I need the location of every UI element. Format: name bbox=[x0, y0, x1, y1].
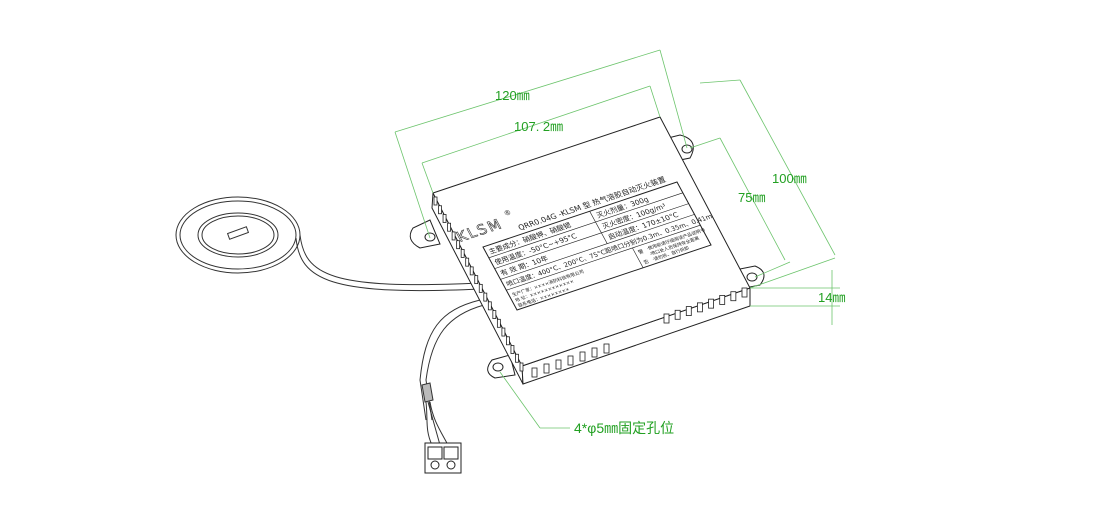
vent-slot bbox=[708, 298, 714, 309]
vent-slot bbox=[730, 291, 737, 302]
vent-slot bbox=[465, 257, 470, 267]
dimension-14: 14㎜ bbox=[818, 290, 845, 305]
dimension-120: 120㎜ bbox=[495, 88, 530, 103]
vent-slot bbox=[510, 345, 515, 354]
vent-slot bbox=[603, 343, 610, 354]
vent-slot bbox=[531, 367, 538, 378]
vent-slots bbox=[433, 196, 748, 378]
vent-slot bbox=[496, 318, 501, 328]
vent-slot bbox=[543, 363, 550, 374]
vent-slot bbox=[501, 327, 506, 337]
vent-slot bbox=[447, 222, 451, 232]
vent-slot bbox=[685, 306, 692, 316]
vent-slot bbox=[456, 240, 461, 250]
vent-slot bbox=[674, 309, 681, 320]
vent-slot bbox=[442, 214, 447, 223]
vent-slot bbox=[460, 249, 465, 258]
vent-slot bbox=[515, 353, 519, 363]
dimension-100: 100㎜ bbox=[772, 171, 807, 186]
vent-slot bbox=[433, 196, 438, 206]
vent-slot bbox=[579, 351, 586, 362]
vent-slot bbox=[741, 287, 748, 298]
vent-slot bbox=[474, 275, 479, 285]
dimension-lines bbox=[394, 49, 840, 429]
vent-slot bbox=[478, 283, 483, 293]
terminal-connector bbox=[424, 442, 462, 474]
sensor-cable bbox=[175, 196, 485, 446]
vent-slot bbox=[663, 313, 670, 324]
mount-hole-callout: 4*φ5㎜固定孔位 bbox=[574, 420, 674, 436]
vent-slot bbox=[506, 336, 510, 346]
device-body bbox=[431, 116, 751, 385]
vent-slot bbox=[555, 359, 562, 370]
vent-slot bbox=[438, 205, 442, 215]
vent-slot bbox=[487, 301, 492, 311]
vent-slot bbox=[519, 362, 524, 372]
dimension-75: 75㎜ bbox=[738, 190, 765, 205]
vent-slot bbox=[591, 347, 598, 358]
vent-slot bbox=[451, 231, 456, 241]
warning-mark: 警 bbox=[637, 248, 645, 256]
registered-mark: ® bbox=[502, 208, 513, 218]
vent-slot bbox=[719, 295, 726, 305]
vent-slot bbox=[567, 355, 574, 366]
vent-slot bbox=[469, 266, 474, 276]
vent-slot bbox=[483, 292, 488, 302]
vent-slot bbox=[697, 302, 703, 313]
dimension-107-2: 107. 2㎜ bbox=[514, 119, 563, 134]
warning-mark: 告 bbox=[642, 258, 650, 266]
vent-slot bbox=[492, 310, 497, 319]
